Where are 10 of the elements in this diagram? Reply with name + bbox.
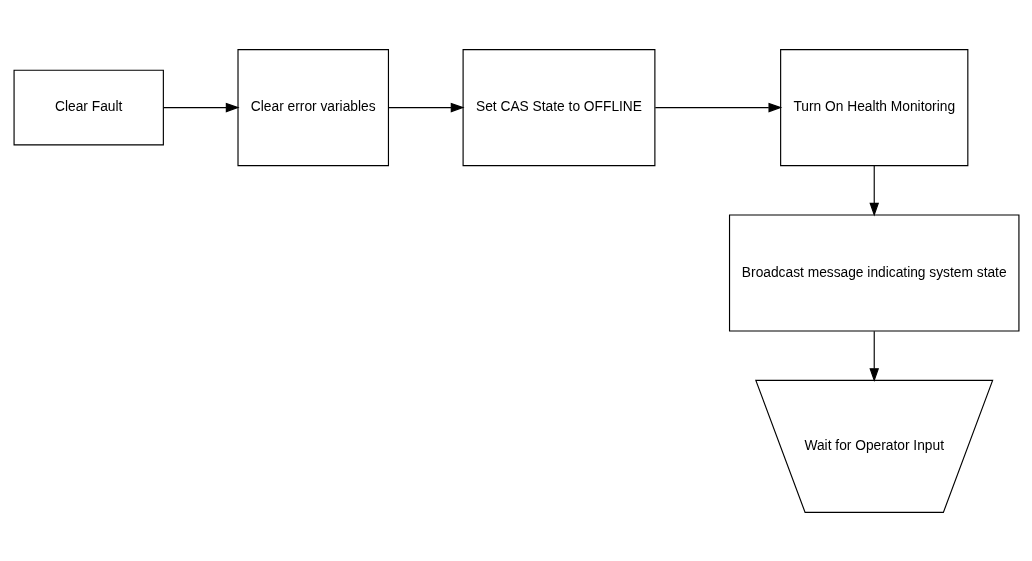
node-box: Broadcast message indicating system state: [728, 213, 1019, 332]
arrow: [868, 330, 879, 382]
arrow: [868, 164, 879, 217]
node-box: Turn On Health Monitoring: [779, 48, 968, 166]
arrow: [654, 102, 782, 112]
arrow: [387, 102, 465, 112]
node-box: Clear Fault: [13, 69, 164, 145]
arrow: [162, 102, 240, 112]
node-box: Set CAS State to OFFLINE: [462, 48, 655, 166]
node-box: Clear error variables: [236, 48, 389, 166]
